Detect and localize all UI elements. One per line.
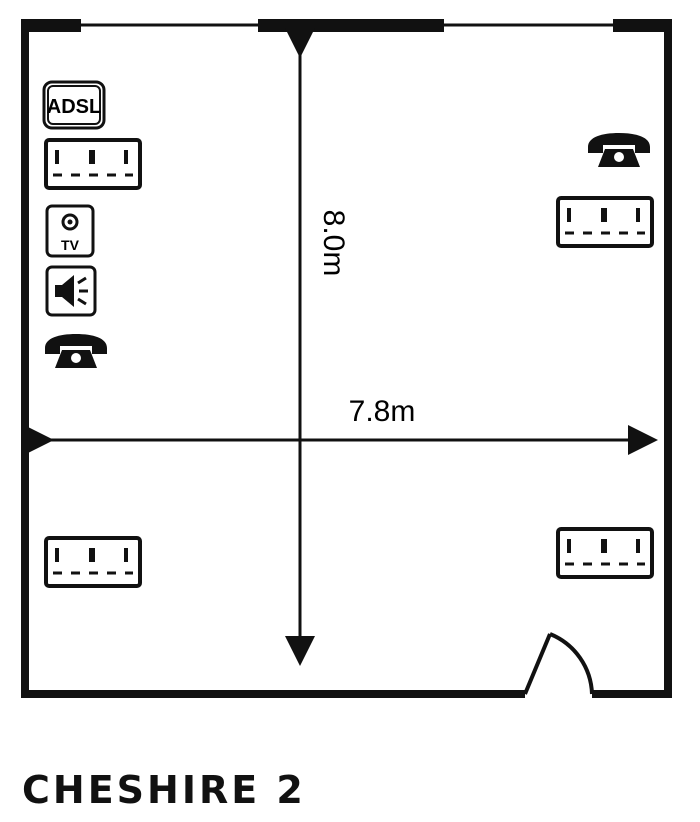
telephone-icon xyxy=(588,133,650,167)
adsl-icon: ADSL xyxy=(42,80,106,130)
length-dimension-label: 8.0m xyxy=(317,210,350,277)
tv-icon-label: TV xyxy=(61,237,80,253)
speaker-icon xyxy=(45,265,97,317)
power-socket-icon xyxy=(44,138,142,190)
width-dimension-label: 7.8m xyxy=(349,395,416,428)
room-walls xyxy=(21,22,672,698)
door xyxy=(523,632,594,695)
power-socket-icon xyxy=(44,536,142,588)
floor-plan: 8.0m 7.8m ADSL TV xyxy=(21,19,672,698)
power-socket-icon xyxy=(556,527,654,579)
room-title: CHESHIRE 2 xyxy=(22,768,306,812)
telephone-icon xyxy=(45,334,107,368)
dimension-arrows xyxy=(24,28,658,666)
tv-aerial-icon: TV xyxy=(45,204,95,258)
adsl-icon-label: ADSL xyxy=(47,96,101,118)
power-socket-icon xyxy=(556,196,654,248)
